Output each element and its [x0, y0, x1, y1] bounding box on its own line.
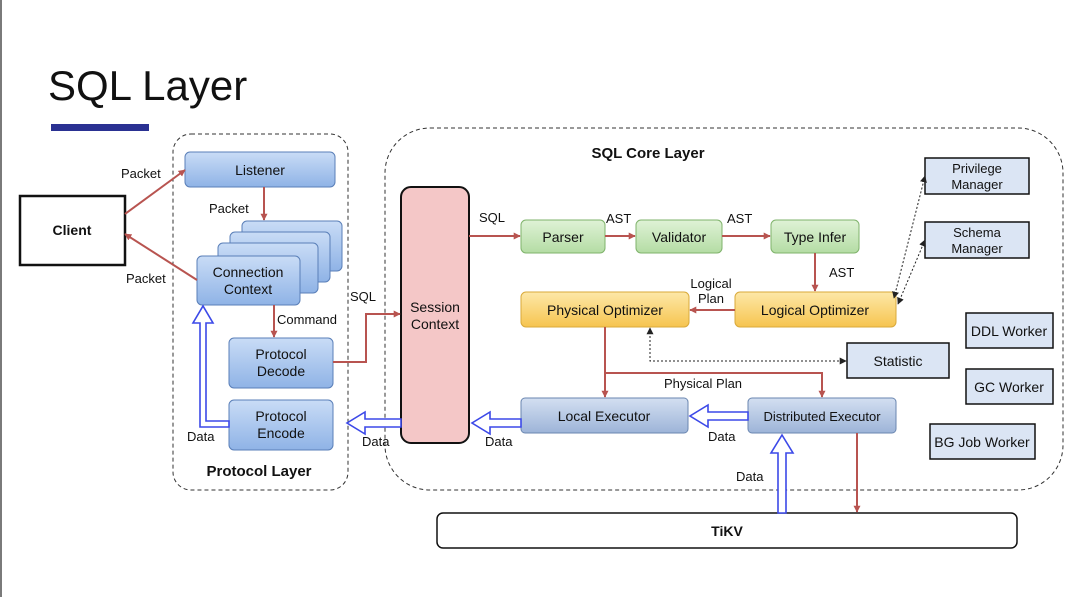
tikv-label: TiKV — [711, 523, 743, 539]
type-infer-label: Type Infer — [784, 229, 847, 245]
session-context-label-1: Session — [410, 299, 460, 315]
privilege-manager-label-2: Manager — [951, 177, 1003, 192]
edge-label-logical-plan-2: Plan — [698, 291, 724, 306]
edge-physical-to-distributed — [605, 372, 826, 398]
slide-title: SQL Layer — [48, 62, 248, 109]
edge-label-ast-1: AST — [606, 211, 631, 226]
validator-label: Validator — [652, 229, 707, 245]
physical-optimizer-label: Physical Optimizer — [547, 302, 663, 318]
edge-label-data-tikv: Data — [736, 469, 764, 484]
edge-label-logical-plan-1: Logical — [690, 276, 731, 291]
edge-client-to-listener — [124, 169, 186, 215]
gc-worker-node — [965, 368, 1054, 405]
connection-context-node — [196, 255, 301, 306]
session-context-node — [400, 186, 470, 444]
logical-optimizer-label: Logical Optimizer — [761, 302, 869, 318]
edge-decode-to-session — [333, 310, 401, 363]
edge-label-command: Command — [277, 312, 337, 327]
edge-label-data-encode: Data — [187, 429, 215, 444]
edge-label-physical-plan: Physical Plan — [664, 376, 742, 391]
protocol-layer-label: Protocol Layer — [206, 463, 311, 480]
edge-label-packet-in: Packet — [121, 166, 161, 181]
edge-logical-schema — [897, 239, 926, 305]
client-label: Client — [53, 222, 92, 238]
edge-label-packet-listener: Packet — [209, 201, 249, 216]
dependency-arrows — [646, 175, 927, 365]
edge-connection-to-client — [124, 233, 198, 281]
sql-core-layer-group — [384, 127, 1064, 491]
data-flow-arrows — [191, 304, 795, 514]
local-executor-node — [520, 397, 689, 434]
edge-label-ast-2: AST — [727, 211, 752, 226]
edge-logical-privilege — [892, 175, 927, 299]
bg-job-worker-label: BG Job Worker — [934, 434, 1030, 450]
tikv-node — [436, 512, 1018, 549]
bg-job-worker-node — [929, 423, 1036, 460]
privilege-manager-label-1: Privilege — [952, 161, 1002, 176]
edge-physical-statistic — [646, 327, 847, 365]
protocol-decode-label-1: Protocol — [255, 346, 306, 362]
statistic-label: Statistic — [873, 353, 922, 369]
distributed-executor-label: Distributed Executor — [763, 409, 881, 424]
edge-local-to-session — [470, 410, 522, 436]
edge-label-data-dist: Data — [708, 429, 736, 444]
edge-label-data-local: Data — [485, 434, 513, 449]
local-executor-label: Local Executor — [558, 408, 651, 424]
schema-manager-label-2: Manager — [951, 241, 1003, 256]
gc-worker-label: GC Worker — [974, 379, 1044, 395]
protocol-layer-group — [172, 133, 349, 491]
sql-core-layer-label: SQL Core Layer — [591, 145, 704, 162]
connection-context-label-1: Connection — [213, 264, 284, 280]
edge-label-sql-parser: SQL — [479, 210, 505, 225]
edge-label-packet-out: Packet — [126, 271, 166, 286]
ddl-worker-node — [965, 312, 1054, 349]
ddl-worker-label: DDL Worker — [971, 323, 1048, 339]
listener-label: Listener — [235, 162, 285, 178]
client-node — [18, 194, 127, 267]
edge-tikv-to-distributed — [769, 433, 795, 514]
edge-label-data-session: Data — [362, 434, 390, 449]
connection-context-label-2: Context — [224, 281, 272, 297]
schema-manager-node — [924, 221, 1030, 259]
edge-label-ast-3: AST — [829, 265, 854, 280]
schema-manager-label-1: Schema — [953, 225, 1001, 240]
edge-session-to-encode — [345, 410, 402, 436]
protocol-encode-label-2: Encode — [257, 425, 305, 441]
edge-distributed-to-local — [688, 403, 749, 429]
edge-encode-to-connection — [191, 304, 230, 428]
parser-label: Parser — [542, 229, 584, 245]
session-context-label-2: Context — [411, 316, 459, 332]
statistic-node — [846, 342, 950, 379]
title-underline — [51, 124, 149, 131]
edge-label-sql-decode: SQL — [350, 289, 376, 304]
protocol-encode-label-1: Protocol — [255, 408, 306, 424]
privilege-manager-node — [924, 157, 1030, 195]
protocol-decode-label-2: Decode — [257, 363, 305, 379]
listener-node — [184, 151, 336, 188]
control-flow-arrows — [124, 169, 861, 513]
slide-left-border — [0, 0, 2, 597]
